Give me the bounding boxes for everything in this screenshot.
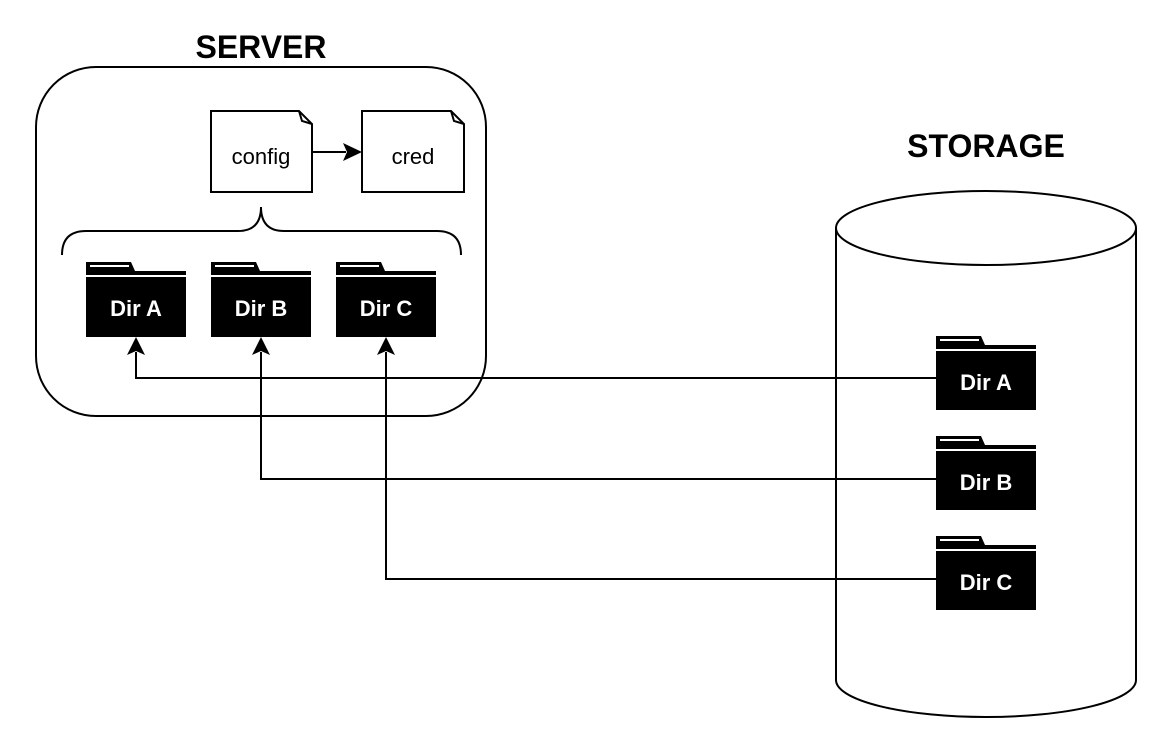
server-folder-dir-b: Dir B bbox=[211, 262, 311, 337]
connector-dir-c bbox=[377, 337, 936, 580]
storage-folder-dir-a: Dir A bbox=[936, 336, 1036, 410]
storage-folder-label: Dir B bbox=[960, 470, 1013, 495]
server-folder-dir-c: Dir C bbox=[336, 262, 436, 337]
connector-dir-a bbox=[127, 337, 936, 379]
cred-label: cred bbox=[392, 144, 435, 169]
server-title: SERVER bbox=[195, 29, 326, 65]
storage-title: STORAGE bbox=[907, 128, 1065, 164]
cred-document: cred bbox=[361, 110, 465, 193]
storage-folder-dir-c: Dir C bbox=[936, 536, 1036, 610]
server-folder-dir-a: Dir A bbox=[86, 262, 186, 337]
server-folder-label: Dir A bbox=[110, 296, 162, 321]
group-brace bbox=[61, 206, 462, 256]
storage-folder-label: Dir C bbox=[960, 570, 1013, 595]
config-label: config bbox=[232, 144, 291, 169]
connector-dir-b bbox=[252, 337, 936, 480]
server-folder-label: Dir C bbox=[360, 296, 413, 321]
config-document: config bbox=[210, 110, 313, 193]
storage-folder-label: Dir A bbox=[960, 370, 1012, 395]
server-folder-label: Dir B bbox=[235, 296, 288, 321]
config-to-cred-arrow bbox=[312, 143, 362, 161]
storage-folder-dir-b: Dir B bbox=[936, 436, 1036, 510]
